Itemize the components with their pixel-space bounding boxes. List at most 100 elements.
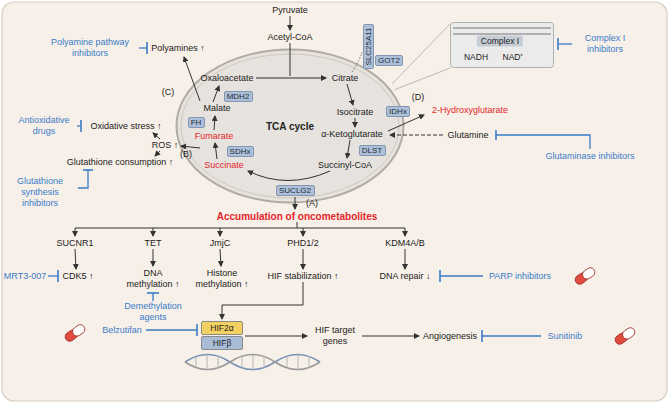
label: Isocitrate	[337, 107, 374, 118]
flow-line	[297, 222, 298, 228]
flow-arrow	[215, 143, 217, 159]
flow-arrow	[153, 249, 154, 266]
label: DNA methylation ↑	[121, 268, 185, 290]
label: Antioxidative drugs	[13, 115, 75, 137]
label: Glutathione synthesis inhibitors	[5, 176, 75, 209]
node-text: IDHx	[389, 107, 407, 117]
flow-arrow	[245, 336, 307, 337]
flow-arrow	[220, 249, 221, 266]
label: DNA repair ↓	[379, 271, 430, 282]
label: (B)	[180, 149, 192, 160]
flow-arrow	[75, 228, 76, 236]
protein-box: HIFβ	[201, 336, 243, 350]
label: Malate	[203, 103, 230, 114]
label: PARP inhibitors	[489, 271, 551, 282]
zoom-line	[394, 68, 450, 90]
inhibition-line	[48, 270, 58, 282]
flow-arrow	[355, 118, 356, 127]
label: KDM4A/B	[385, 238, 425, 249]
label: Citrate	[332, 73, 359, 84]
label: Polyamines ↑	[151, 43, 205, 54]
inhibition-line	[77, 120, 81, 132]
label: Accumulation of oncometabolites	[217, 211, 378, 222]
inhibition-line	[496, 130, 590, 149]
transport-path	[352, 52, 362, 72]
label: Histone methylation ↑	[190, 268, 254, 290]
enzyme-box: DLST	[359, 145, 386, 156]
label: (D)	[412, 92, 425, 103]
label: MRT3-007	[4, 271, 46, 282]
label: Succinyl-CoA	[318, 160, 372, 171]
flow-arrow	[214, 116, 215, 130]
dashed-arrow	[390, 135, 443, 136]
node-text: TCA cycle	[266, 121, 314, 132]
flow-arrow	[213, 86, 219, 102]
label: PHD1/2	[287, 238, 319, 249]
node-text: NADH	[464, 52, 488, 63]
flow-arrow	[153, 228, 154, 236]
enzyme-box: FH	[188, 117, 205, 128]
flow-arrow	[75, 249, 76, 269]
flow-arrow	[388, 115, 424, 131]
node-text: DLST	[362, 146, 382, 156]
label: Angiogenesis	[423, 331, 477, 342]
label: Polyamine pathway inhibitors	[44, 37, 136, 59]
node-text: SUCLG2	[279, 186, 311, 196]
node-text: HIFβ	[213, 337, 232, 350]
flow-arrow	[347, 84, 353, 105]
label: Sunitinib	[548, 331, 583, 342]
pill-icon	[63, 323, 86, 343]
label: Glutathione consumption ↑	[67, 157, 174, 168]
label: Belzutifan	[102, 325, 142, 336]
zoom-line	[392, 24, 450, 84]
flow-line	[75, 228, 405, 229]
flow-arrow	[181, 146, 200, 148]
flow-arrow	[155, 151, 160, 156]
inhibition-line	[147, 293, 159, 301]
enzyme-box: SUCLG2	[276, 185, 315, 196]
enzyme-box: GOT2	[375, 55, 403, 66]
flow-arrow	[295, 197, 296, 209]
transporter-box: SLC25A11	[363, 24, 374, 69]
inhibition-line	[139, 42, 147, 54]
label: JmjC	[210, 238, 231, 249]
protein-box: HIF2α	[201, 321, 243, 335]
label: HIF target genes	[310, 325, 360, 347]
label: Fumarate	[195, 131, 234, 142]
flow-arrow	[405, 228, 406, 236]
node-text: SDHx	[230, 147, 251, 157]
label: Pyruvate	[272, 5, 308, 16]
inhibition-line	[482, 330, 541, 342]
flow-arrow	[256, 78, 326, 79]
flow-arrow	[248, 171, 330, 181]
label: (C)	[162, 87, 175, 98]
node-text: MDH2	[227, 92, 250, 102]
flow-arrow	[220, 228, 221, 236]
label: SUCNR1	[56, 238, 93, 249]
label: Glutaminase inhibitors	[545, 151, 634, 162]
label: (A)	[306, 198, 318, 209]
flow-line	[290, 43, 291, 76]
inhibition-line	[440, 270, 483, 282]
node-text: Complex I	[477, 36, 523, 47]
enzyme-box: SDHx	[227, 146, 254, 157]
enzyme-box: IDHx	[386, 106, 410, 117]
label: Succinate	[204, 160, 244, 171]
label: TET	[145, 238, 162, 249]
flow-arrow	[303, 249, 304, 269]
label: Demethylation agents	[121, 301, 185, 323]
label: ROS ↑	[152, 140, 179, 151]
flow-arrow	[347, 140, 350, 158]
node-text: SLC25A11	[364, 27, 374, 65]
node-text: FH	[191, 118, 202, 128]
inhibition-line	[558, 38, 572, 50]
inhibition-line	[146, 324, 197, 336]
flow-arrow	[184, 57, 200, 101]
flow-arrow	[362, 336, 419, 337]
node-text: GOT2	[378, 56, 400, 66]
label: HIF stabilization ↑	[267, 271, 338, 282]
flow-arrow	[153, 133, 160, 139]
label: Oxidative stress ↑	[90, 121, 161, 132]
enzyme-box: MDH2	[224, 91, 253, 102]
